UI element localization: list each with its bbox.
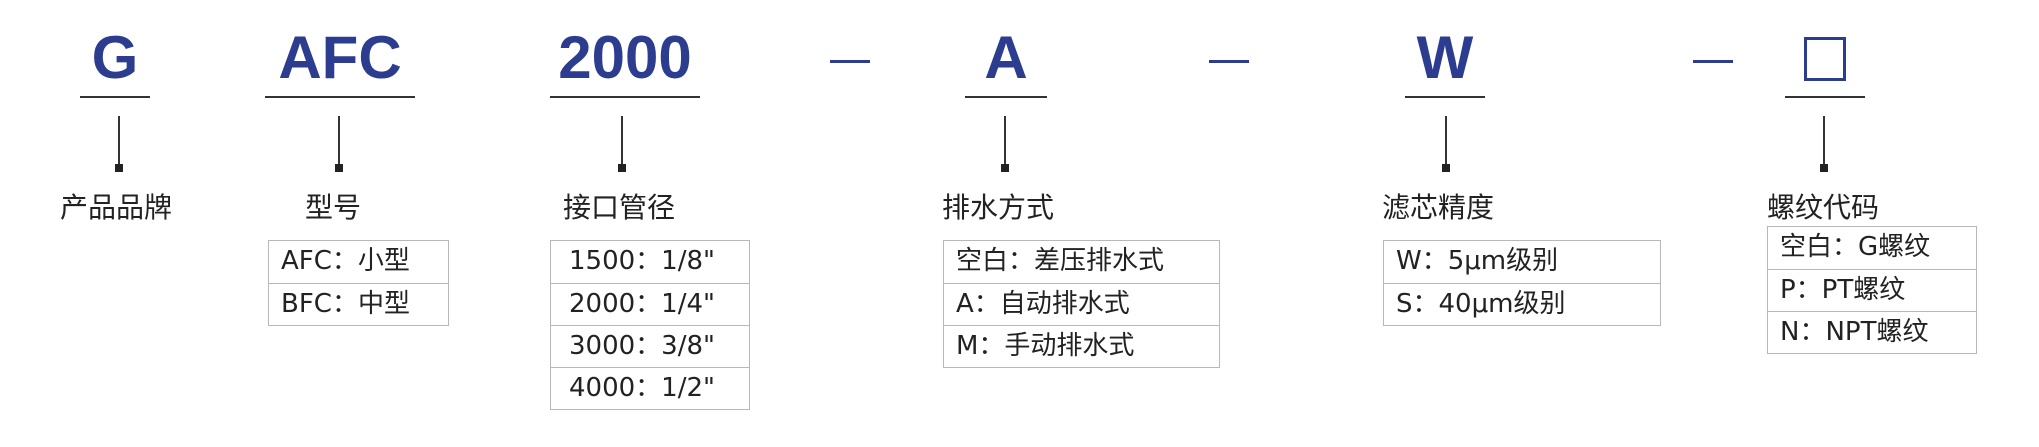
code-port-size: 2000 <box>558 24 692 91</box>
connector-dot-model <box>335 164 343 172</box>
separator-dash <box>1209 60 1249 63</box>
connector-drain-type <box>1004 116 1006 164</box>
code-thread <box>1785 22 1865 94</box>
option-port-size: 4000：1/2" <box>551 367 749 409</box>
connector-brand <box>118 116 120 164</box>
option-port-size: 3000：3/8" <box>551 325 749 367</box>
option-thread: P：PT螺纹 <box>1768 269 1976 311</box>
underline-brand <box>80 96 150 98</box>
connector-dot-filter-precision <box>1442 164 1450 172</box>
box-symbol-icon <box>1804 37 1846 82</box>
connector-filter-precision <box>1445 116 1447 164</box>
underline-filter-precision <box>1405 96 1485 98</box>
options-drain-type: 空白：差压排水式 A：自动排水式 M：手动排水式 <box>943 240 1220 368</box>
option-thread: 空白：G螺纹 <box>1780 232 1931 262</box>
label-model: 型号 <box>305 191 362 224</box>
connector-dot-thread <box>1820 164 1828 172</box>
connector-dot-brand <box>115 164 123 172</box>
underline-port-size <box>550 96 700 98</box>
option-filter-precision: S：40μm级别 <box>1384 283 1660 325</box>
option-port-size: 2000：1/4" <box>551 283 749 325</box>
option-filter-precision: W：5μm级别 <box>1396 246 1559 276</box>
connector-model <box>338 116 340 164</box>
underline-thread <box>1785 96 1865 98</box>
separator-dash <box>830 60 870 63</box>
code-model: AFC <box>278 24 402 91</box>
code-filter-precision: W <box>1416 24 1474 91</box>
label-filter-precision: 滤芯精度 <box>1382 191 1495 224</box>
option-drain-type: 空白：差压排水式 <box>956 246 1165 276</box>
connector-port-size <box>621 116 623 164</box>
connector-dot-port-size <box>618 164 626 172</box>
connector-thread <box>1823 116 1825 164</box>
option-drain-type: A：自动排水式 <box>944 283 1219 325</box>
option-model: AFC：小型 <box>281 246 410 276</box>
option-thread: N：NPT螺纹 <box>1768 311 1976 353</box>
code-brand: G <box>91 24 139 91</box>
options-port-size: 1500：1/8" 2000：1/4" 3000：3/8" 4000：1/2" <box>550 240 750 410</box>
options-filter-precision: W：5μm级别 S：40μm级别 <box>1383 240 1661 326</box>
connector-dot-drain-type <box>1001 164 1009 172</box>
label-brand: 产品品牌 <box>60 191 173 224</box>
underline-model <box>265 96 415 98</box>
underline-drain-type <box>965 96 1047 98</box>
option-model: BFC：中型 <box>269 283 448 325</box>
label-thread: 螺纹代码 <box>1767 191 1880 224</box>
options-model: AFC：小型 BFC：中型 <box>268 240 449 326</box>
separator-dash <box>1693 60 1733 63</box>
label-port-size: 接口管径 <box>563 191 676 224</box>
label-drain-type: 排水方式 <box>942 191 1055 224</box>
option-port-size: 1500：1/8" <box>569 246 715 276</box>
option-drain-type: M：手动排水式 <box>944 325 1219 367</box>
code-drain-type: A <box>984 24 1028 91</box>
options-thread: 空白：G螺纹 P：PT螺纹 N：NPT螺纹 <box>1767 226 1977 354</box>
